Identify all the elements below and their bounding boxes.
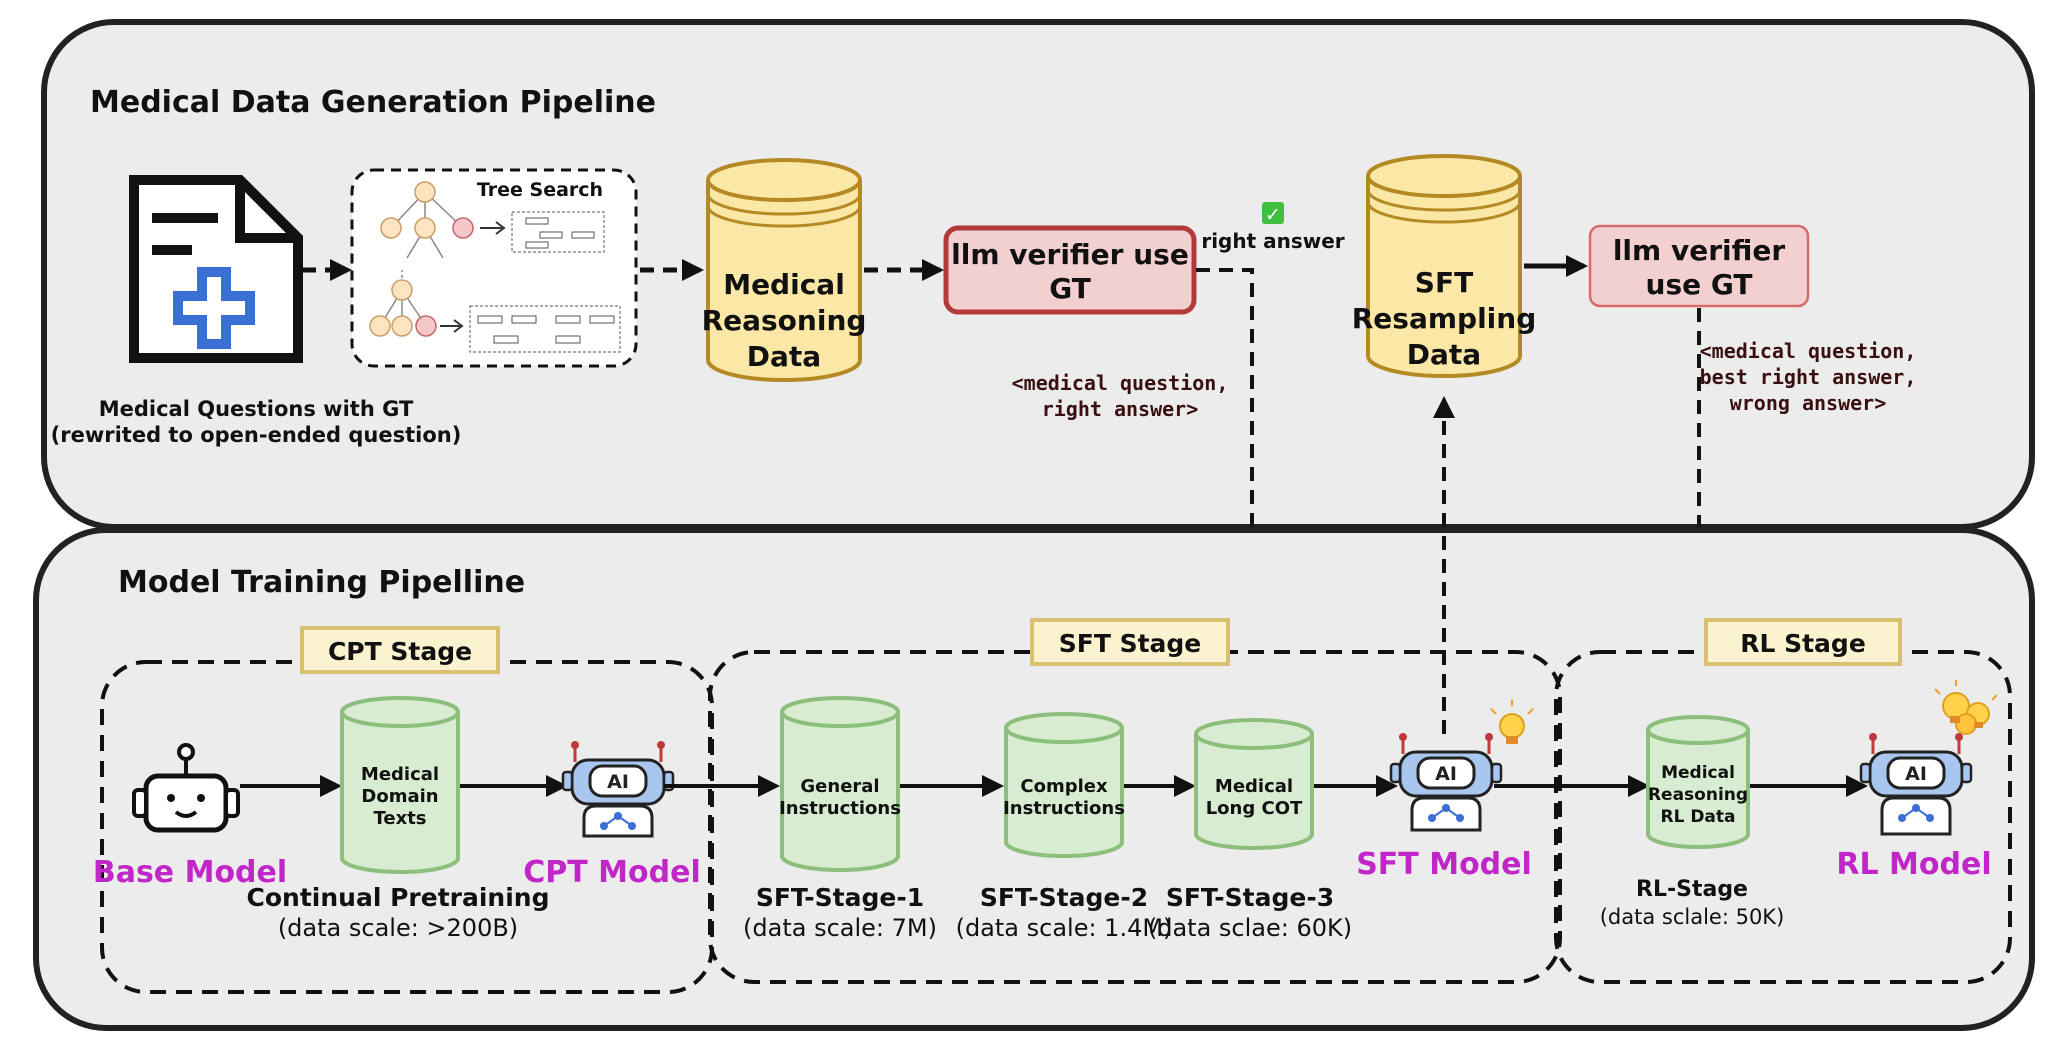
reasoning-db-line3: Data xyxy=(747,340,821,373)
triple-line1: <medical question, xyxy=(1700,339,1917,363)
svg-text:Medical: Medical xyxy=(361,764,439,785)
medical-domain-texts-db: Medical Domain Texts xyxy=(340,696,460,874)
sft-stage-region xyxy=(708,650,1562,984)
triple-line2: best right answer, xyxy=(1700,365,1917,389)
general-instructions-db: General Instructions xyxy=(779,696,901,872)
tree-search-box: Tree Search xyxy=(350,168,638,368)
base-model-robot-icon xyxy=(132,743,240,833)
cpt-stage-label: CPT Stage xyxy=(300,626,500,674)
sft-resampling-data-db: SFT Resampling Data xyxy=(1352,154,1537,378)
svg-text:General: General xyxy=(800,776,879,797)
top-panel-title: Medical Data Generation Pipeline xyxy=(90,85,656,120)
rl-stage-label: RL Stage xyxy=(1704,618,1902,666)
svg-text:Medical: Medical xyxy=(1661,763,1735,783)
sft-model-ai-robot-icon: AI xyxy=(1389,733,1503,832)
svg-text:Texts: Texts xyxy=(373,808,426,829)
svg-text:Domain: Domain xyxy=(361,786,438,807)
lightbulb-icon xyxy=(1490,700,1534,744)
check-icon: ✓ xyxy=(1262,202,1284,226)
sft1-caption-line1: SFT-Stage-1 xyxy=(756,883,924,912)
bottom-panel-title: Model Training Pipelline xyxy=(118,565,525,600)
resampling-db-line3: Data xyxy=(1407,338,1481,371)
svg-text:RL Stage: RL Stage xyxy=(1740,629,1866,658)
svg-text:Instructions: Instructions xyxy=(779,798,901,819)
document-caption-line2: (rewrited to open-ended question) xyxy=(51,423,462,447)
medical-long-cot-db: Medical Long COT xyxy=(1194,718,1314,850)
document-caption-line1: Medical Questions with GT xyxy=(99,397,414,421)
verifier2-line2: use GT xyxy=(1646,268,1753,301)
svg-text:AI: AI xyxy=(1435,763,1457,785)
verifier1-line1: llm verifier use xyxy=(951,238,1189,271)
resampling-db-line2: Resampling xyxy=(1352,302,1537,335)
svg-text:CPT Stage: CPT Stage xyxy=(328,637,472,666)
reasoning-db-line1: Medical xyxy=(723,268,845,301)
svg-text:AI: AI xyxy=(607,771,629,793)
medical-reasoning-data-db: Medical Reasoning Data xyxy=(702,158,867,382)
sft2-caption-line2: (data scale: 1.4M) xyxy=(956,914,1173,942)
rl-model-ai-robot-icon: AI xyxy=(1859,733,1973,836)
verifier1-line2: GT xyxy=(1049,272,1091,305)
svg-text:Complex: Complex xyxy=(1020,776,1108,797)
cpt-caption-line1: Continual Pretraining xyxy=(247,883,550,912)
sft2-caption-line1: SFT-Stage-2 xyxy=(980,883,1148,912)
rl-caption-line1: RL-Stage xyxy=(1636,877,1748,902)
triple-line3: wrong answer> xyxy=(1730,391,1887,415)
rl-model-label: RL Model xyxy=(1836,847,1991,882)
svg-text:✓: ✓ xyxy=(1265,204,1281,226)
right-answer-label: right answer xyxy=(1201,229,1344,253)
lightbulbs-icon xyxy=(1934,680,1998,735)
complex-instructions-db: Complex Instructions xyxy=(1003,712,1125,858)
svg-text:Instructions: Instructions xyxy=(1003,798,1125,819)
svg-text:Medical: Medical xyxy=(1215,776,1293,797)
medical-document-icon xyxy=(129,175,303,363)
rl-caption-line2: (data sclale: 50K) xyxy=(1600,905,1785,929)
svg-text:SFT Stage: SFT Stage xyxy=(1059,629,1202,658)
sft1-caption-line2: (data scale: 7M) xyxy=(743,914,937,942)
cpt-model-ai-robot-icon: AI xyxy=(561,741,675,838)
tree-search-label: Tree Search xyxy=(477,179,603,201)
svg-text:AI: AI xyxy=(1905,763,1927,785)
svg-text:Long COT: Long COT xyxy=(1206,798,1303,819)
sft-stage-label: SFT Stage xyxy=(1030,618,1230,666)
cpt-model-label: CPT Model xyxy=(523,855,700,890)
sft3-caption-line2: (data sclae: 60K) xyxy=(1148,914,1352,942)
reasoning-db-line2: Reasoning xyxy=(702,304,867,337)
svg-text:Reasoning: Reasoning xyxy=(1648,785,1748,805)
medical-reasoning-rl-data-db: Medical Reasoning RL Data xyxy=(1646,715,1750,849)
resampling-db-line1: SFT xyxy=(1415,266,1473,299)
verifier2-line1: llm verifier xyxy=(1613,234,1786,267)
llm-verifier-1: llm verifier use GT xyxy=(943,225,1197,315)
pair1-line2: right answer> xyxy=(1042,397,1199,421)
cpt-caption-line2: (data scale: >200B) xyxy=(278,914,518,942)
pair1-line1: <medical question, xyxy=(1012,371,1229,395)
base-model-label: Base Model xyxy=(93,855,287,890)
llm-verifier-2: llm verifier use GT xyxy=(1588,224,1810,308)
sft3-caption-line1: SFT-Stage-3 xyxy=(1166,883,1334,912)
sft-model-label: SFT Model xyxy=(1356,847,1532,882)
svg-text:RL Data: RL Data xyxy=(1660,807,1735,827)
